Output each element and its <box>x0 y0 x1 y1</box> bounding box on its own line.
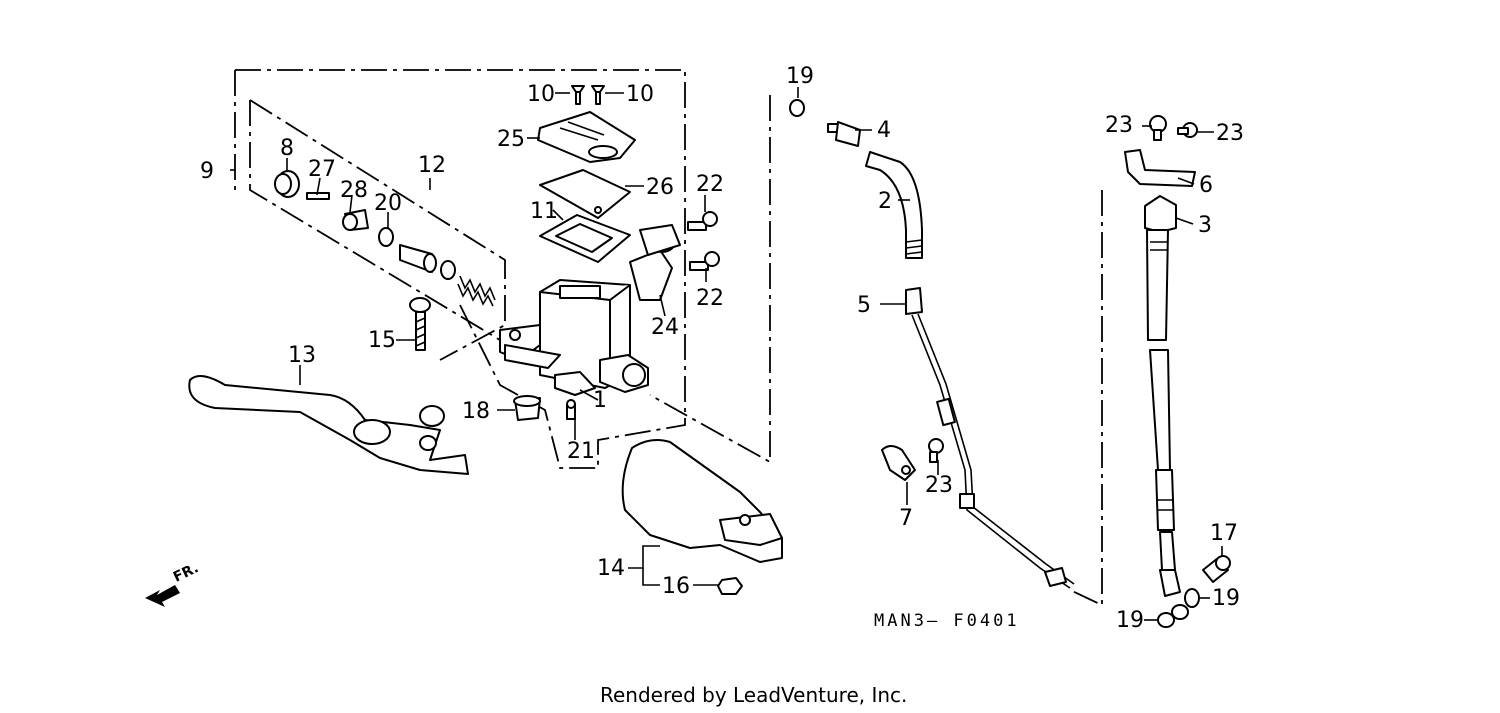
callout-10-right: 10 <box>626 82 654 107</box>
circlip-20 <box>378 227 394 247</box>
pivot-bolt-15 <box>409 297 431 351</box>
brake-lever <box>188 375 469 475</box>
diagram-code: MAN3— F0401 <box>874 611 1020 631</box>
screw-21 <box>566 399 576 420</box>
callout-9: 9 <box>200 159 214 184</box>
switch-1 <box>554 371 596 396</box>
brake-hose-3 <box>1144 195 1181 597</box>
reservoir-diaphragm <box>539 169 631 219</box>
callout-27: 27 <box>308 157 336 182</box>
callout-23-right: 23 <box>1216 121 1244 146</box>
group-bracket-12 <box>249 99 598 469</box>
callout-19-right: 19 <box>1212 586 1240 611</box>
cap-screw-right <box>591 85 605 105</box>
group-bracket-9 <box>234 69 686 468</box>
callout-20: 20 <box>374 191 402 216</box>
master-cylinder-body <box>499 224 681 393</box>
callout-7: 7 <box>899 506 913 531</box>
front-arrow-icon: FR. <box>145 560 201 607</box>
knuckle-guard-14 <box>621 439 783 563</box>
callout-12: 12 <box>418 153 446 178</box>
washer-19-top <box>789 99 805 117</box>
callout-14: 14 <box>597 556 625 581</box>
callout-2: 2 <box>878 189 892 214</box>
callout-21: 21 <box>567 439 595 464</box>
banjo-bolt-17 <box>1202 555 1231 583</box>
front-label: FR. <box>171 560 201 585</box>
reservoir-cap <box>537 111 636 163</box>
washer-19-bottom <box>1157 604 1189 628</box>
callout-3: 3 <box>1198 213 1212 238</box>
joint-5 <box>905 287 923 315</box>
callout-11: 11 <box>530 199 558 224</box>
callout-16: 16 <box>662 574 690 599</box>
callout-15: 15 <box>368 328 396 353</box>
spring-12 <box>457 275 496 307</box>
credit-text: Rendered by LeadVenture, Inc. <box>600 683 907 707</box>
callout-10-left: 10 <box>527 82 555 107</box>
callout-25: 25 <box>497 127 525 152</box>
bracket-6 <box>1124 149 1196 187</box>
holder-bolt-upper <box>687 211 718 231</box>
leader-lines <box>230 87 1223 621</box>
callout-4: 4 <box>877 118 891 143</box>
callout-24: 24 <box>651 315 679 340</box>
banjo-bolt-4 <box>827 121 861 147</box>
dust-boot-8 <box>274 170 300 198</box>
callout-23-clamp: 23 <box>925 473 953 498</box>
hose-clamp-7 <box>881 445 916 481</box>
brake-pipe <box>911 313 1075 589</box>
callout-22-lower: 22 <box>696 286 724 311</box>
callout-19-top: 19 <box>786 64 814 89</box>
callout-22-upper: 22 <box>696 172 724 197</box>
callout-1: 1 <box>593 388 607 413</box>
nut-16 <box>717 577 743 595</box>
callout-19-bottom: 19 <box>1116 608 1144 633</box>
cap-screw-left <box>571 85 585 105</box>
callout-labels: 1 2 3 4 5 6 7 8 9 10 10 11 12 13 14 15 1… <box>200 64 1244 633</box>
diaphragm-plate <box>539 214 631 263</box>
callout-5: 5 <box>857 293 871 318</box>
clamp-bolt-23 <box>928 438 944 463</box>
callout-23-left: 23 <box>1105 113 1133 138</box>
callout-8: 8 <box>280 136 294 161</box>
callout-18: 18 <box>462 399 490 424</box>
holder-bolt-lower <box>689 251 720 271</box>
boot-28 <box>342 209 369 231</box>
callout-26: 26 <box>646 175 674 200</box>
dust-cap-18 <box>513 395 541 421</box>
piston-assembly <box>399 244 456 280</box>
callout-17: 17 <box>1210 521 1238 546</box>
callout-13: 13 <box>288 343 316 368</box>
callout-28: 28 <box>340 178 368 203</box>
brake-hose-2 <box>865 151 923 259</box>
bolt-23-right <box>1177 122 1198 138</box>
callout-6: 6 <box>1199 173 1213 198</box>
group-bracket-hose <box>649 95 1103 607</box>
bolt-23-left <box>1149 115 1167 141</box>
washer-19-right <box>1184 588 1200 608</box>
